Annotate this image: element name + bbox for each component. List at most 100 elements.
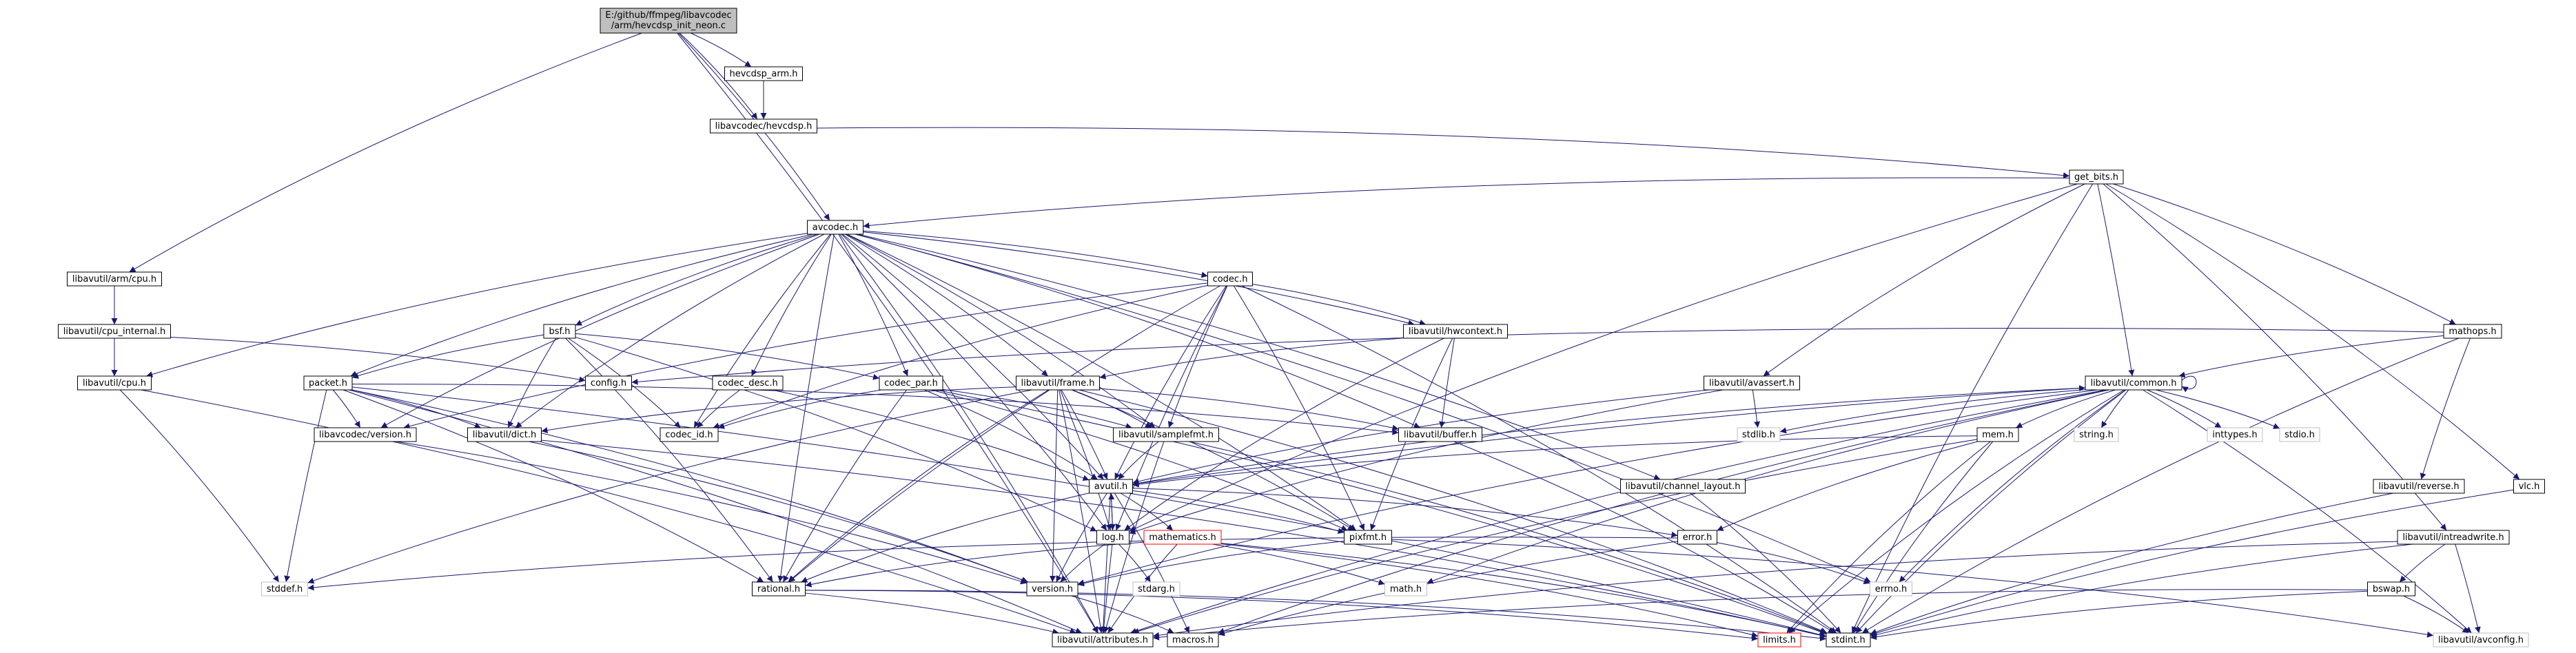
node-error[interactable]: error.h: [1677, 530, 1717, 545]
node-label: stdint.h: [1831, 635, 1865, 645]
node-box: [879, 375, 943, 391]
node-box: [1620, 479, 1746, 494]
node-arm-cpu[interactable]: libavutil/arm/cpu.h: [67, 271, 162, 287]
edge-log-to-avutil: [1108, 493, 1115, 531]
node-packet[interactable]: packet.h: [303, 375, 353, 391]
node-box: [2207, 427, 2263, 442]
edge-mem-to-attributes: [1132, 439, 1978, 634]
node-stdarg[interactable]: stdarg.h: [1132, 581, 1180, 597]
node-avassert[interactable]: libavutil/avassert.h: [1704, 375, 1800, 391]
node-mathematics[interactable]: mathematics.h: [1143, 530, 1222, 545]
edge-avcodec-to-frame: [845, 234, 1049, 377]
node-avcodec[interactable]: avcodec.h: [807, 220, 863, 235]
node-dict[interactable]: libavutil/dict.h: [467, 427, 542, 442]
edge-codec-desc-to-codec-id: [696, 389, 740, 428]
node-limits[interactable]: limits.h: [1757, 632, 1801, 647]
node-hevcdsp-arm[interactable]: hevcdsp_arm.h: [724, 66, 803, 81]
edge-root-to-arm-cpu: [129, 32, 642, 273]
node-macros[interactable]: macros.h: [1167, 632, 1219, 647]
edge-samplefmt-to-attributes: [1103, 441, 1165, 634]
node-mem[interactable]: mem.h: [1976, 427, 2019, 442]
node-hevcdsp[interactable]: libavcodec/hevcdsp.h: [710, 118, 817, 134]
node-math[interactable]: math.h: [1384, 581, 1427, 597]
node-label: codec_desc.h: [717, 378, 778, 388]
node-avconfig[interactable]: libavutil/avconfig.h: [2433, 632, 2529, 647]
node-codec-par[interactable]: codec_par.h: [879, 375, 943, 391]
edge-packet-to-stddef: [284, 389, 327, 583]
node-box: [1167, 632, 1219, 647]
edge-get-bits-to-avassert: [1763, 183, 2085, 377]
edge-packet-to-lavc-version: [332, 389, 361, 428]
node-mathops[interactable]: mathops.h: [2443, 324, 2502, 339]
edge-bsf-to-packet: [351, 334, 544, 379]
node-label: stdio.h: [2284, 430, 2315, 440]
node-box: [1132, 581, 1180, 597]
node-vlc[interactable]: vlc.h: [2513, 479, 2545, 494]
node-codec[interactable]: codec.h: [1207, 271, 1253, 287]
node-codec-desc[interactable]: codec_desc.h: [712, 375, 784, 391]
edge-codec-desc-to-avutil: [772, 389, 1090, 481]
node-codec-id[interactable]: codec_id.h: [660, 427, 719, 442]
edge-frame-to-avutil: [1061, 389, 1108, 480]
node-bswap[interactable]: bswap.h: [2367, 581, 2415, 597]
edge-samplefmt-to-avutil: [1118, 441, 1159, 480]
node-lavc-version[interactable]: libavcodec/version.h: [314, 427, 417, 442]
node-samplefmt[interactable]: libavutil/samplefmt.h: [1113, 427, 1219, 442]
edge-mem-to-limits: [1786, 441, 1991, 634]
node-cpu-internal[interactable]: libavutil/cpu_internal.h: [58, 324, 171, 339]
edge-common-to-common: [2181, 375, 2197, 393]
edge-cpu-to-stddef: [119, 389, 280, 583]
node-log[interactable]: log.h: [1096, 530, 1129, 545]
node-string[interactable]: string.h: [2074, 427, 2119, 442]
node-intreadwrite[interactable]: libavutil/intreadwrite.h: [2397, 530, 2510, 545]
edge-packet-to-dict: [351, 389, 482, 428]
edge-log-to-attributes: [1101, 543, 1113, 634]
node-inttypes[interactable]: inttypes.h: [2207, 427, 2263, 442]
node-errno[interactable]: errno.h: [1870, 581, 1912, 597]
node-box: [67, 271, 162, 287]
node-box: [1398, 427, 1482, 442]
edge-common-to-avutil: [1132, 387, 2086, 486]
edge-packet-to-version: [351, 389, 1029, 583]
node-common[interactable]: libavutil/common.h: [2085, 375, 2183, 391]
node-version[interactable]: version.h: [1026, 581, 1079, 597]
edge-common-to-attributes: [1129, 389, 2106, 634]
edge-mathematics-to-stdint: [1220, 543, 1827, 639]
node-bsf[interactable]: bsf.h: [543, 324, 576, 339]
edge-codec-to-stdint: [1241, 285, 1837, 634]
node-rational[interactable]: rational.h: [752, 581, 806, 597]
node-stdio[interactable]: stdio.h: [2279, 427, 2320, 442]
node-reverse[interactable]: libavutil/reverse.h: [2373, 479, 2465, 494]
graph-edges: [111, 32, 2520, 641]
node-pixfmt[interactable]: pixfmt.h: [1344, 530, 1392, 545]
node-label: limits.h: [1763, 635, 1796, 645]
node-root[interactable]: E:/github/ffmpeg/libavcodec/arm/hevcdsp_…: [600, 8, 737, 34]
node-label: libavutil/frame.h: [1021, 378, 1095, 388]
edge-avcodec-to-codec-par: [838, 234, 908, 377]
node-stdlib[interactable]: stdlib.h: [1737, 427, 1781, 442]
node-label: vlc.h: [2519, 481, 2540, 492]
node-hwcontext[interactable]: libavutil/hwcontext.h: [1403, 324, 1508, 339]
node-channel-layout[interactable]: libavutil/channel_layout.h: [1620, 479, 1746, 494]
node-buffer[interactable]: libavutil/buffer.h: [1398, 427, 1482, 442]
edge-get-bits-to-avcodec: [863, 177, 2070, 229]
node-stdint[interactable]: stdint.h: [1826, 632, 1871, 647]
node-get-bits[interactable]: get_bits.h: [2069, 169, 2124, 185]
edge-common-to-string: [2100, 389, 2129, 428]
node-attributes[interactable]: libavutil/attributes.h: [1052, 632, 1154, 647]
node-label: libavutil/avconfig.h: [2438, 635, 2524, 645]
edge-intreadwrite-to-stdint: [1870, 543, 2413, 638]
edge-avutil-to-mathematics: [1120, 493, 1174, 531]
node-label: libavutil/common.h: [2090, 378, 2176, 388]
node-cpu[interactable]: libavutil/cpu.h: [77, 375, 152, 391]
edge-codec-par-to-avutil: [924, 389, 1098, 480]
node-box: [1344, 530, 1392, 545]
node-config[interactable]: config.h: [585, 375, 632, 391]
node-avutil[interactable]: avutil.h: [1089, 479, 1133, 494]
node-frame[interactable]: libavutil/frame.h: [1016, 375, 1100, 391]
node-label: config.h: [591, 378, 626, 388]
edge-avcodec-to-codec-desc: [751, 234, 832, 377]
edge-avassert-to-log: [1129, 389, 1724, 535]
node-box: [2443, 324, 2502, 339]
node-stddef[interactable]: stddef.h: [261, 581, 308, 597]
